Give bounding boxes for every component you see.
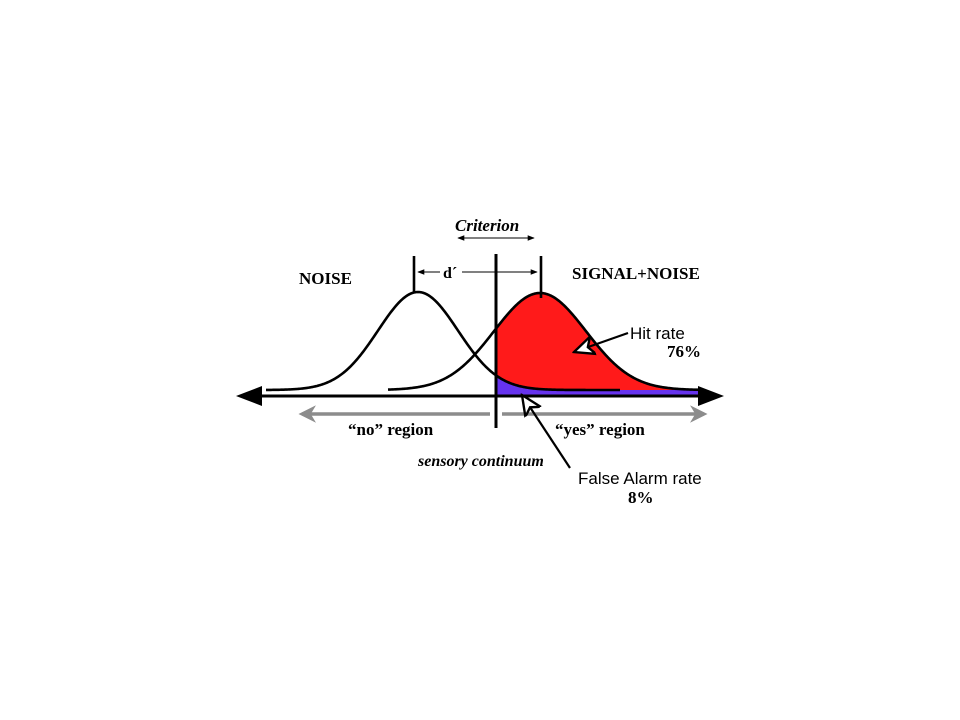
false-alarm-pointer — [522, 395, 571, 469]
noise-label: NOISE — [299, 269, 352, 288]
false-alarm-value: 8% — [628, 488, 654, 507]
sensory-continuum-label: sensory continuum — [417, 453, 544, 470]
axis-right-arrowhead — [698, 386, 724, 406]
noise-distribution-curve — [265, 290, 620, 392]
yes-region-label: “yes” region — [555, 420, 645, 439]
criterion-label: Criterion — [455, 216, 519, 235]
hit-rate-pointer — [574, 331, 629, 352]
d-prime-label: d´ — [443, 265, 457, 282]
false-alarm-label: False Alarm rate — [578, 469, 702, 488]
false-alarm-area — [496, 375, 700, 396]
hit-rate-area — [496, 293, 700, 396]
no-region-label: “no” region — [348, 420, 434, 439]
hit-rate-label: Hit rate — [630, 324, 685, 343]
hit-rate-value: 76% — [667, 342, 701, 361]
signal-noise-label: SIGNAL+NOISE — [572, 264, 700, 283]
signal-noise-distribution-curve — [387, 291, 701, 392]
axis-left-arrowhead — [236, 386, 262, 406]
